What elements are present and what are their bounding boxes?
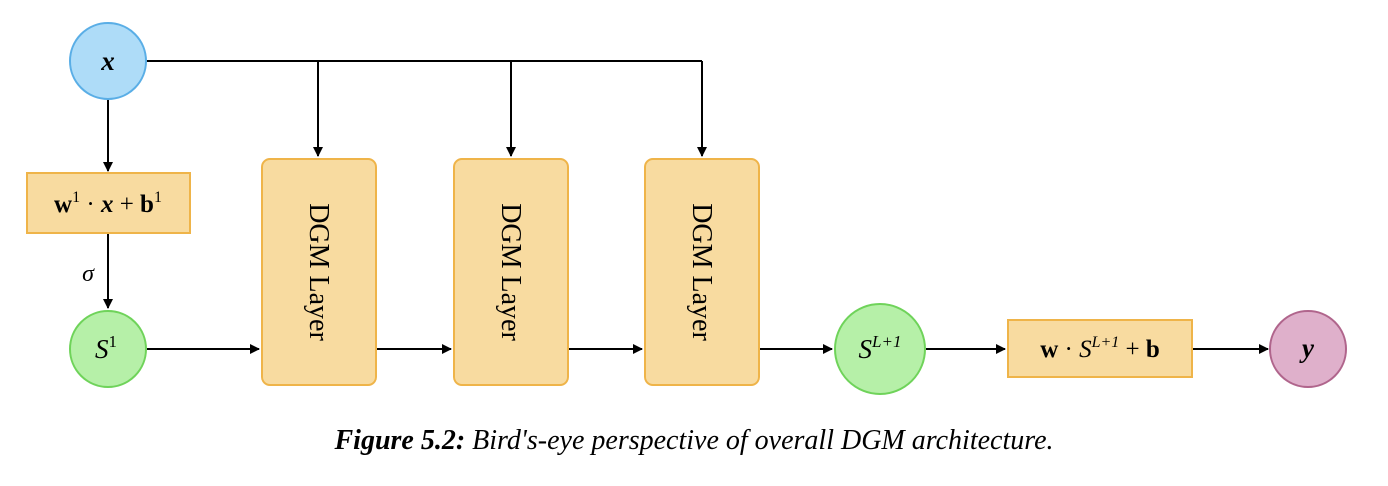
figure-caption: Figure 5.2: Bird's-eye perspective of ov… [0,425,1388,457]
input-node: x [69,22,147,100]
dgm-layer-2-rect [453,158,569,386]
output-node-label: y [1299,333,1315,363]
output-node-circle [1269,310,1347,388]
dgm-layer-1-rect [261,158,377,386]
activation-label: σ [82,261,95,287]
sL-node: SL+1 [834,303,926,395]
first-affine-label: w1 · x + b1 [54,189,162,218]
input-node-label: x [100,46,115,76]
dgm-architecture-diagram: σ x w1 · x + b1 S1 DGM Layer DGM Layer D… [26,22,1347,395]
dgm-layer-3-rect [644,158,760,386]
s1-node-label: S1 [95,332,117,364]
dgm-layer-2: DGM Layer [453,158,569,386]
sL-node-circle [834,303,926,395]
dgm-layer-1: DGM Layer [261,158,377,386]
dgm-layer-3-label: DGM Layer [686,203,717,341]
edges [103,60,1269,354]
dgm-layer-3: DGM Layer [644,158,760,386]
dgm-layer-2-label: DGM Layer [495,203,526,341]
input-node-circle [69,22,147,100]
final-affine-label: w · SL+1 + b [1040,334,1160,363]
final-affine-box: w · SL+1 + b [1007,319,1193,378]
first-affine-box: w1 · x + b1 [26,172,191,234]
sL-node-label: SL+1 [859,332,902,364]
s1-node: S1 [69,310,147,388]
figure-caption-text: Bird's-eye perspective of overall DGM ar… [465,425,1054,456]
figure-caption-prefix: Figure 5.2: [334,425,466,456]
first-affine-rect [26,172,191,234]
final-affine-rect [1007,319,1193,378]
s1-node-circle [69,310,147,388]
dgm-layer-1-label: DGM Layer [303,203,334,341]
output-node: y [1269,310,1347,388]
